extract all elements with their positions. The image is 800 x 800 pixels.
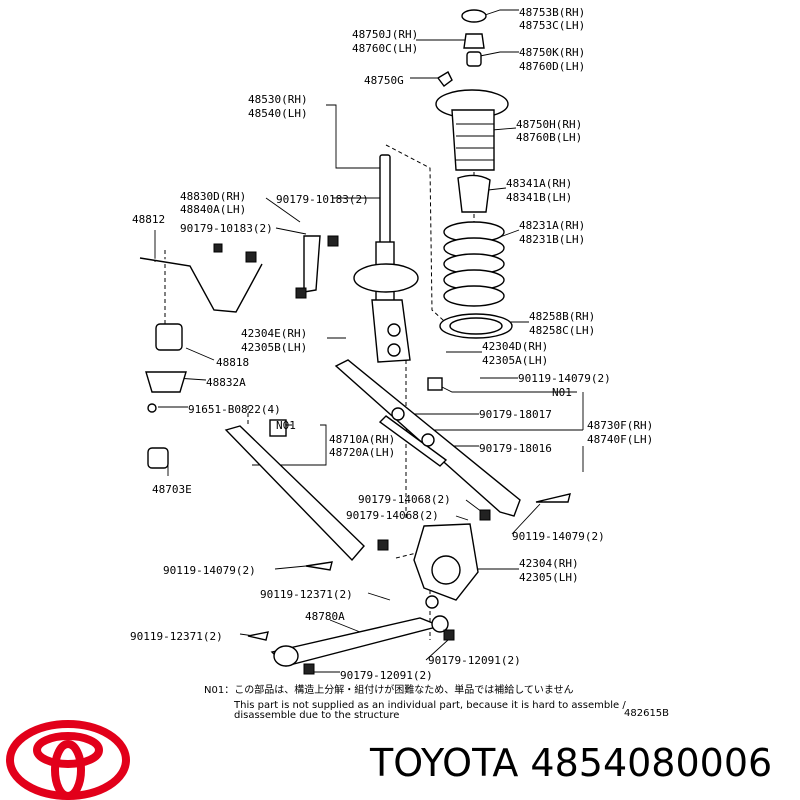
part-label: 90179-12091(2) [428,654,521,667]
note-japanese: N01：この部品は、構造上分解・組付けが困難なため、単品では補給していません [204,683,574,696]
part-label: N01 [276,419,296,432]
part-label: 90179-14068(2) [358,493,451,506]
part-label: 90119-14079(2) [518,372,611,385]
part-label: 48530(RH) [248,93,308,106]
part-label: 48258C(LH) [529,324,595,337]
part-label: 90179-18016 [479,442,552,455]
part-label: 48710A(RH) [329,433,395,446]
strut-top-parts [435,9,509,213]
part-label: 48750J(RH) [352,28,418,41]
part-label: 90179-12091(2) [340,669,433,682]
part-label: 90119-14079(2) [163,564,256,577]
note-english-line2: disassemble due to the structure [234,710,399,721]
part-label: 48740F(LH) [587,433,653,446]
part-label: 48780A [305,610,345,623]
part-label: 48341A(RH) [506,177,572,190]
part-label: 48812 [132,213,165,226]
part-label: N01 [552,386,572,399]
part-label: 48703E [152,483,192,496]
shock-absorber [353,154,419,363]
part-label: 48753C(LH) [519,19,585,32]
diagram-reference: 482615B [624,708,669,719]
part-label: 90119-12371(2) [130,630,223,643]
part-label: 42304E(RH) [241,327,307,340]
part-label: 48760C(LH) [352,42,418,55]
leader-lines [154,9,584,673]
part-label: 90179-14068(2) [346,509,439,522]
part-label: 48730F(RH) [587,419,653,432]
part-label: 48840A(LH) [180,203,246,216]
part-label: 48760D(LH) [519,60,585,73]
part-label: 48818 [216,356,249,369]
brand-part-number: TOYOTA 4854080006 [369,741,772,785]
part-label: 48830D(RH) [180,190,246,203]
part-label: 42305(LH) [519,571,579,584]
part-label: 48720A(LH) [329,446,395,459]
part-label: 48540(LH) [248,107,308,120]
part-label: 48750G [364,74,404,87]
part-label: 90179-18017 [479,408,552,421]
part-label: 90179-10183(2) [180,222,273,235]
part-label: 48832A [206,376,246,389]
footnote: N01：この部品は、構造上分解・組付けが困難なため、単品では補給していません T… [204,683,669,721]
part-number-labels: 48753B(RH)48753C(LH) 48750J(RH)48760C(LH)… [130,6,653,682]
suspension-arms [147,359,571,675]
part-label: 42305A(LH) [482,354,548,367]
part-label: 42304(RH) [519,557,579,570]
steering-knuckle [413,523,479,609]
note-english-line1: This part is not supplied as an individu… [233,700,626,711]
coil-spring [439,221,513,339]
stabilizer-bar [139,235,339,413]
part-label: 48750H(RH) [516,118,582,131]
part-label: 48258B(RH) [529,310,595,323]
part-label: 90119-14079(2) [512,530,605,543]
part-label: 90179-10183(2) [276,193,369,206]
part-label: 42305B(LH) [241,341,307,354]
part-label: 48753B(RH) [519,6,585,19]
part-label: 48750K(RH) [519,46,585,59]
part-label: 91651-B0822(4) [188,403,281,416]
part-label: 90119-12371(2) [260,588,353,601]
part-label: 48760B(LH) [516,131,582,144]
toyota-logo-icon [6,720,130,800]
part-label: 48231A(RH) [519,219,585,232]
part-label: 48341B(LH) [506,191,572,204]
part-label: 48231B(LH) [519,233,585,246]
part-label: 42304D(RH) [482,340,548,353]
